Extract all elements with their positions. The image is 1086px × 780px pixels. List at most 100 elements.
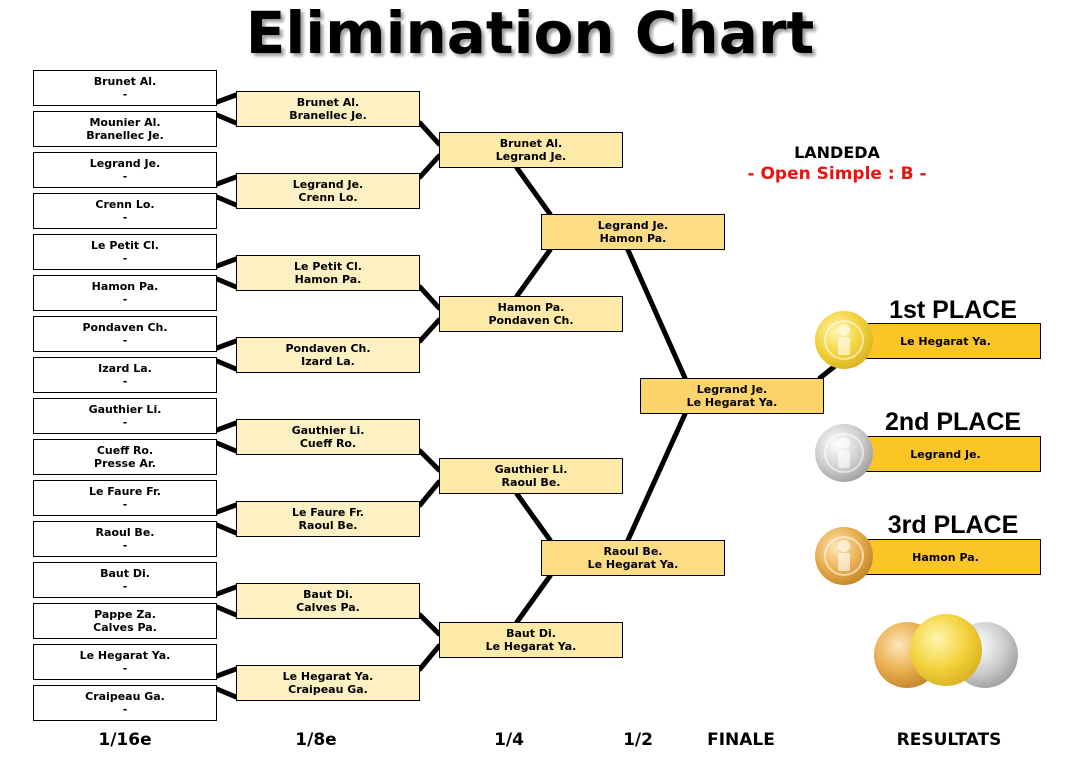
r16-match: Le Faure Fr.- <box>33 480 217 516</box>
third-place-box: Hamon Pa. <box>850 539 1041 575</box>
round-label-quarter: 1/4 <box>494 730 524 750</box>
player-name: Le Hegarat Ya. <box>79 649 171 662</box>
r8-match: Baut Di.Calves Pa. <box>236 583 420 619</box>
player-name: Craipeau Ga. <box>288 683 368 696</box>
player-name: Craipeau Ga. <box>85 690 165 703</box>
first-place-box: Le Hegarat Ya. <box>850 323 1041 359</box>
venue-label: LANDEDA <box>794 143 880 162</box>
player-name: Legrand Je. <box>696 383 768 396</box>
player-name: Raoul Be. <box>298 519 358 532</box>
player-name: Le Hegarat Ya. <box>587 558 679 571</box>
final-match: Legrand Je.Le Hegarat Ya. <box>640 378 824 414</box>
connector-line <box>514 165 553 217</box>
connector-line <box>214 256 239 269</box>
player-name: Presse Ar. <box>94 457 156 470</box>
connector-line <box>417 448 442 473</box>
player-name: - <box>122 375 128 388</box>
player-name: Raoul Be. <box>95 526 155 539</box>
r8-match: Legrand Je.Crenn Lo. <box>236 173 420 209</box>
connector-line <box>417 284 442 311</box>
first-place-title: 1st PLACE <box>889 296 1017 324</box>
player-name: Le Hegarat Ya. <box>686 396 778 409</box>
player-name: Calves Pa. <box>93 621 157 634</box>
player-name: Calves Pa. <box>296 601 360 614</box>
player-name: Cueff Ro. <box>299 437 357 450</box>
player-name: Mounier Al. <box>89 116 161 129</box>
player-name: Brunet Al. <box>499 137 563 150</box>
connector-line <box>417 120 442 147</box>
connector-line <box>417 479 442 508</box>
medals-trio-icon <box>872 614 1022 694</box>
quarter-match: Gauthier Li.Raoul Be. <box>439 458 623 494</box>
player-name: - <box>122 211 128 224</box>
quarter-match: Brunet Al.Legrand Je. <box>439 132 623 168</box>
r16-match: Cueff Ro.Presse Ar. <box>33 439 217 475</box>
connector-line <box>214 174 239 187</box>
r16-match: Pondaven Ch.- <box>33 316 217 352</box>
player-name: - <box>122 539 128 552</box>
player-name: Pondaven Ch. <box>488 314 574 327</box>
round-label-8: 1/8e <box>295 730 337 750</box>
r16-match: Crenn Lo.- <box>33 193 217 229</box>
player-name: Raoul Be. <box>501 476 561 489</box>
r16-match: Legrand Je.- <box>33 152 217 188</box>
connector-line <box>214 686 239 700</box>
connector-line <box>214 666 239 679</box>
r8-match: Le Faure Fr.Raoul Be. <box>236 501 420 537</box>
r16-match: Brunet Al.- <box>33 70 217 106</box>
player-name: Legrand Je. <box>292 178 364 191</box>
player-name: Le Hegarat Ya. <box>282 670 374 683</box>
quarter-match: Hamon Pa.Pondaven Ch. <box>439 296 623 332</box>
round-label-results: RESULTATS <box>896 730 1002 750</box>
player-name: Legrand Je. <box>495 150 567 163</box>
player-name: Raoul Be. <box>603 545 663 558</box>
player-name: Izard La. <box>301 355 355 368</box>
connector-line <box>514 247 553 299</box>
r16-match: Gauthier Li.- <box>33 398 217 434</box>
player-name: Gauthier Li. <box>291 424 365 437</box>
player-name: - <box>122 498 128 511</box>
r8-match: Pondaven Ch.Izard La. <box>236 337 420 373</box>
event-label: - Open Simple : B - <box>747 164 927 184</box>
semi-match: Raoul Be.Le Hegarat Ya. <box>541 540 725 576</box>
player-name: Hamon Pa. <box>91 280 159 293</box>
player-name: - <box>122 252 128 265</box>
player-name: Pappe Za. <box>94 608 156 621</box>
round-label-16: 1/16e <box>98 730 152 750</box>
player-name: Gauthier Li. <box>88 403 162 416</box>
player-name: Le Faure Fr. <box>89 485 161 498</box>
connector-line <box>625 247 688 381</box>
player-name: - <box>122 703 128 716</box>
r16-match: Le Petit Cl.- <box>33 234 217 270</box>
player-name: Hamon Pa. <box>497 301 565 314</box>
connector-line <box>214 358 239 372</box>
gold-medal-icon <box>815 311 873 369</box>
player-name: - <box>122 293 128 306</box>
player-name: - <box>122 416 128 429</box>
player-name: Hamon Pa. <box>599 232 667 245</box>
connector-line <box>214 604 239 618</box>
connector-line <box>514 573 553 625</box>
player-name: Pondaven Ch. <box>82 321 168 334</box>
player-name: - <box>122 334 128 347</box>
r8-match: Le Petit Cl.Hamon Pa. <box>236 255 420 291</box>
connector-line <box>214 276 239 290</box>
r16-match: Izard La.- <box>33 357 217 393</box>
chart-title: Elimination Chart <box>245 0 815 67</box>
player-name: Baut Di. <box>100 567 150 580</box>
second-place-box: Legrand Je. <box>850 436 1041 472</box>
bronze-medal-icon <box>815 527 873 585</box>
player-name: - <box>122 580 128 593</box>
player-name: Crenn Lo. <box>95 198 155 211</box>
player-name: Legrand Je. <box>89 157 161 170</box>
r16-match: Pappe Za.Calves Pa. <box>33 603 217 639</box>
r16-match: Baut Di.- <box>33 562 217 598</box>
player-name: Gauthier Li. <box>494 463 568 476</box>
r16-match: Raoul Be.- <box>33 521 217 557</box>
player-name: - <box>122 170 128 183</box>
round-label-semi: 1/2 <box>623 730 653 750</box>
player-name: Brunet Al. <box>93 75 157 88</box>
player-name: Le Faure Fr. <box>292 506 364 519</box>
connector-line <box>417 317 442 344</box>
